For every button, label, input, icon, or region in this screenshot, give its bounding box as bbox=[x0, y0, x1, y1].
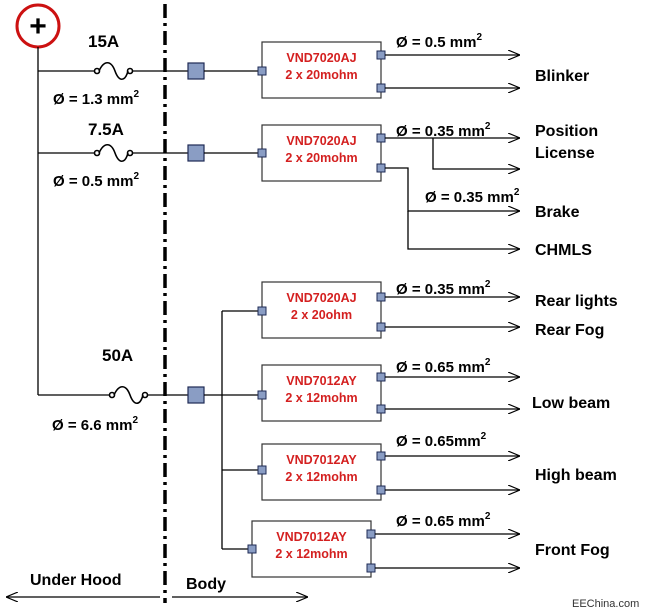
driver-chip-3: VND7020AJ 2 x 20ohm bbox=[257, 281, 386, 339]
power-bus-wire bbox=[37, 47, 110, 396]
driver-spec: 2 x 12mohm bbox=[275, 547, 347, 561]
driver-chip-2: VND7020AJ 2 x 20mohm bbox=[257, 124, 386, 182]
driver-part-number: VND7020AJ bbox=[286, 291, 356, 305]
driver-chip-6: VND7012AY 2 x 12mohm bbox=[247, 520, 376, 578]
power-source-icon: + bbox=[15, 3, 61, 49]
output-wires bbox=[375, 55, 520, 568]
connector-2 bbox=[187, 144, 205, 162]
fuse-rating-label: 15A bbox=[88, 32, 119, 51]
wire-gauge-label: Ø = 0.35 mm2 bbox=[396, 279, 491, 298]
wire-gauge-label: Ø = 0.65 mm2 bbox=[396, 511, 491, 530]
driver-part-number: VND7020AJ bbox=[286, 51, 356, 65]
load-label-high-beam: High beam bbox=[535, 467, 617, 484]
driver-part-number: VND7012AY bbox=[286, 453, 357, 467]
fuse-wire-label: Ø = 1.3 mm2 bbox=[53, 89, 139, 108]
watermark: EEChina.com bbox=[572, 598, 639, 610]
load-label-rear-lights: Rear lights bbox=[535, 293, 618, 310]
wire-gauge-label: Ø = 0.5 mm2 bbox=[396, 32, 482, 51]
plus-symbol: + bbox=[29, 10, 47, 43]
zone-label-body: Body bbox=[186, 576, 226, 593]
driver-part-number: VND7020AJ bbox=[286, 134, 356, 148]
driver-spec: 2 x 12mohm bbox=[285, 391, 357, 405]
driver-chip-4: VND7012AY 2 x 12mohm bbox=[257, 364, 386, 422]
fuse-rating-label: 7.5A bbox=[88, 120, 124, 139]
fuse-7-5a: 7.5A Ø = 0.5 mm2 bbox=[53, 120, 139, 190]
connector-1 bbox=[187, 62, 205, 80]
driver-part-number: VND7012AY bbox=[276, 530, 347, 544]
fuse-50a: 50A Ø = 6.6 mm2 bbox=[52, 346, 149, 434]
output-wire-gauge-labels: Ø = 0.5 mm2 Ø = 0.35 mm2 Ø = 0.35 mm2 Ø … bbox=[396, 32, 520, 530]
driver-spec: 2 x 20ohm bbox=[291, 308, 352, 322]
load-label-position: Position bbox=[535, 123, 598, 140]
driver-chip-5: VND7012AY 2 x 12mohm bbox=[257, 443, 386, 501]
fuse-15a: 15A Ø = 1.3 mm2 bbox=[53, 32, 139, 108]
driver-spec: 2 x 20mohm bbox=[285, 151, 357, 165]
fuse-wire-label: Ø = 6.6 mm2 bbox=[52, 415, 138, 434]
load-label-brake: Brake bbox=[535, 204, 580, 221]
wire-gauge-label: Ø = 0.65mm2 bbox=[396, 431, 487, 450]
zone-label-under-hood: Under Hood bbox=[30, 572, 122, 589]
wire-gauge-label: Ø = 0.35 mm2 bbox=[396, 121, 491, 140]
wire-gauge-label: Ø = 0.35 mm2 bbox=[425, 187, 520, 206]
load-label-blinker: Blinker bbox=[535, 68, 589, 85]
load-label-rear-fog: Rear Fog bbox=[535, 322, 604, 339]
driver-part-number: VND7012AY bbox=[286, 374, 357, 388]
fuse-rating-label: 50A bbox=[102, 346, 133, 365]
driver-spec: 2 x 12mohm bbox=[285, 470, 357, 484]
wire-gauge-label: Ø = 0.65 mm2 bbox=[396, 357, 491, 376]
connector-3 bbox=[187, 386, 205, 404]
load-label-low-beam: Low beam bbox=[532, 395, 610, 412]
driver-feed-wires bbox=[204, 70, 258, 550]
load-label-front-fog: Front Fog bbox=[535, 542, 610, 559]
driver-chip-1: VND7020AJ 2 x 20mohm bbox=[257, 41, 386, 99]
fuse-wire-label: Ø = 0.5 mm2 bbox=[53, 171, 139, 190]
load-labels: Blinker Position License Brake CHMLS Rea… bbox=[532, 68, 618, 559]
load-label-license: License bbox=[535, 145, 595, 162]
driver-spec: 2 x 20mohm bbox=[285, 68, 357, 82]
load-label-chmls: CHMLS bbox=[535, 242, 592, 259]
zone-indicators: Under Hood Body bbox=[6, 572, 308, 597]
